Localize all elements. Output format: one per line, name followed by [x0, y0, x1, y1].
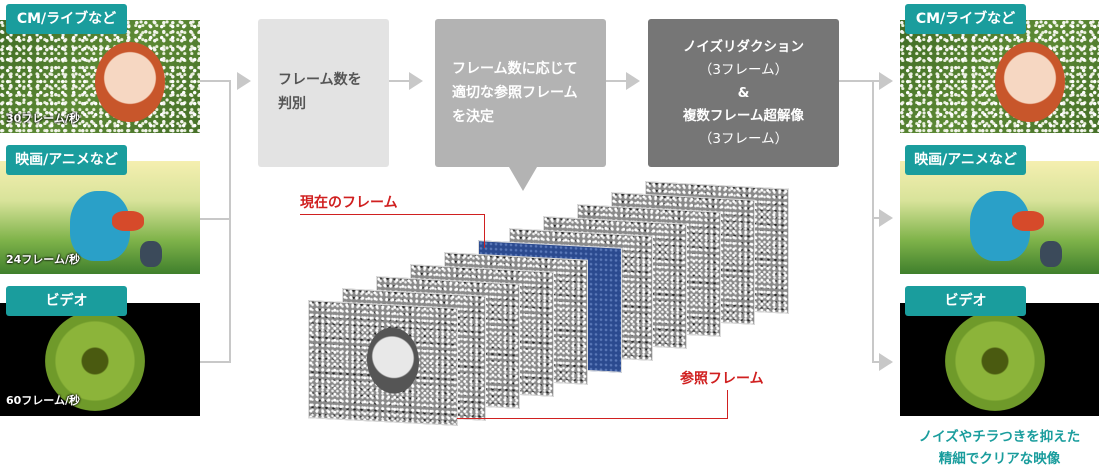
- output-label-cm-live: CM/ライブなど: [905, 4, 1026, 34]
- process-step-detect-frames: フレーム数を 判別: [258, 19, 389, 167]
- connector-line: [872, 80, 874, 363]
- cartoon-cat-icon: [1040, 241, 1062, 267]
- woman-face-icon: [95, 42, 165, 122]
- process-step-noise-reduction: ノイズリダクション （3フレーム） & 複数フレーム超解像 （3フレーム）: [648, 19, 839, 167]
- process-step2-line2: 適切な参照フレーム: [452, 85, 578, 101]
- connector-line: [839, 80, 879, 82]
- input-rate-movie-anime: 24フレーム/秒: [6, 253, 80, 266]
- process-step2-line1: フレーム数に応じて: [452, 61, 578, 77]
- cartoon-beak-icon: [112, 211, 144, 231]
- arrow-right-icon: [626, 72, 640, 90]
- input-thumb-video: [0, 303, 200, 416]
- connector-line: [606, 80, 626, 82]
- arrow-right-icon: [879, 353, 893, 371]
- flower-icon: [45, 311, 145, 411]
- connector-line: [200, 80, 230, 82]
- process-step3-line1: ノイズリダクション: [682, 39, 805, 55]
- cartoon-cat-icon: [140, 241, 162, 267]
- process-step1-line1: フレーム数を: [278, 72, 362, 88]
- process-step3-line3: &: [737, 85, 750, 101]
- output-thumb-movie-anime: [900, 161, 1099, 274]
- callout-pointer-icon: [509, 167, 537, 191]
- connector-line: [200, 361, 230, 363]
- input-label-movie-anime: 映画/アニメなど: [6, 145, 127, 175]
- flower-icon: [945, 311, 1045, 411]
- arrow-right-icon: [409, 72, 423, 90]
- input-label-cm-live: CM/ライブなど: [6, 4, 127, 34]
- reference-frames-pointer: [457, 418, 727, 419]
- reference-frames-label: 参照フレーム: [680, 371, 764, 387]
- current-frame-pointer: [484, 214, 485, 248]
- input-thumb-movie-anime: [0, 161, 200, 274]
- arrow-right-icon: [879, 72, 893, 90]
- output-label-movie-anime: 映画/アニメなど: [905, 145, 1026, 175]
- process-step-select-reference: フレーム数に応じて 適切な参照フレーム を決定: [435, 19, 606, 167]
- result-caption-line1: ノイズやチラつきを抑えた: [918, 429, 1081, 445]
- connector-line: [872, 361, 882, 363]
- woman-face-icon: [367, 326, 419, 395]
- output-thumb-video: [900, 303, 1099, 416]
- input-thumb-cm-live: [0, 20, 200, 133]
- woman-face-icon: [995, 42, 1065, 122]
- input-rate-cm-live: 30フレーム/秒: [6, 112, 80, 125]
- current-frame-label: 現在のフレーム: [300, 195, 398, 211]
- input-rate-video: 60フレーム/秒: [6, 394, 80, 407]
- arrow-right-icon: [237, 72, 251, 90]
- process-step3-line2: （3フレーム）: [698, 62, 789, 78]
- process-step2-line3: を決定: [452, 109, 494, 125]
- connector-line: [229, 80, 231, 363]
- process-step3-line5: （3フレーム）: [698, 131, 789, 147]
- connector-line: [389, 80, 409, 82]
- process-step1-line2: 判別: [278, 96, 306, 112]
- process-step3-line4: 複数フレーム超解像: [682, 108, 805, 124]
- output-label-video: ビデオ: [905, 286, 1026, 316]
- cartoon-beak-icon: [1012, 211, 1044, 231]
- connector-line: [200, 218, 230, 220]
- result-caption-line2: 精細でクリアな映像: [938, 451, 1061, 467]
- input-label-video: ビデオ: [6, 286, 127, 316]
- front-frame: [308, 300, 458, 426]
- output-thumb-cm-live: [900, 20, 1099, 133]
- result-caption: ノイズやチラつきを抑えた 精細でクリアな映像: [900, 426, 1099, 470]
- current-frame-pointer: [300, 214, 484, 215]
- reference-frames-pointer: [727, 390, 728, 419]
- connector-line: [872, 217, 882, 219]
- arrow-right-icon: [879, 209, 893, 227]
